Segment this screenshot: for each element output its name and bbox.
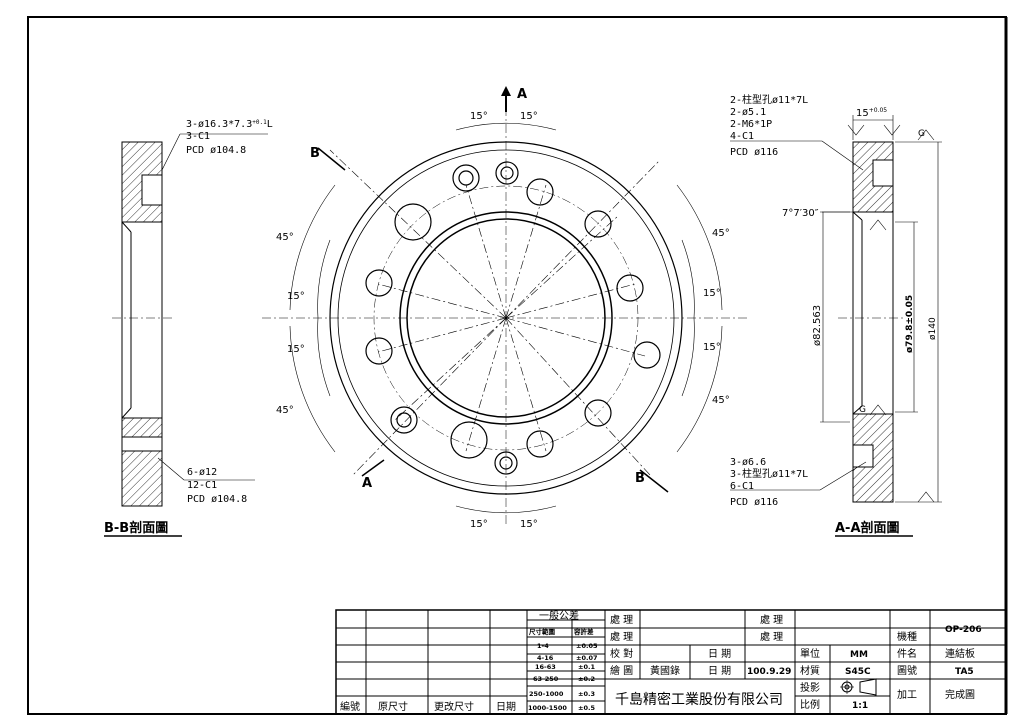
angle-label-right-upper: 15° — [703, 288, 721, 299]
tol-range-0: 1-4 — [537, 642, 549, 650]
bb-note-bottom-chamfer: 12-C1 — [187, 480, 217, 491]
aa-surface-mark-top: G — [918, 129, 925, 139]
aa-angle-note: 7°7′30″ — [782, 208, 819, 219]
tol-value-5: ±0.5 — [578, 704, 595, 712]
projection-label: 投影 — [800, 681, 820, 694]
drawing-no-value: TA5 — [955, 667, 974, 677]
draw-label: 繪 圖 — [610, 664, 633, 677]
tol-value-2: ±0.1 — [578, 663, 595, 671]
tol-range-4: 250-1000 — [529, 690, 564, 698]
bb-note-bottom-pcd: PCD ø104.8 — [187, 494, 247, 505]
angle-label-45-upper-right: 45° — [712, 228, 730, 239]
rev-no-header: 編號 — [340, 700, 360, 713]
aa-dim-79: ø79.8±0.05 — [905, 295, 915, 353]
angle-label-bottom-right: 15° — [520, 519, 538, 530]
angle-label-bottom-left: 15° — [470, 519, 488, 530]
aa-note-counterbore: 2-柱型孔ø11*7L — [730, 93, 808, 106]
unit-label: 單位 — [800, 647, 820, 660]
bb-section-title: B-B剖面圖 — [104, 520, 168, 536]
tol-value-4: ±0.3 — [578, 690, 595, 698]
machine-value: OP-206 — [945, 625, 982, 635]
aa-dim-82: ø82.563 — [812, 305, 823, 346]
aa-note-chamfer: 4-C1 — [730, 131, 754, 142]
scale-label: 比例 — [800, 698, 820, 711]
material-value: S45C — [845, 667, 871, 677]
angle-label-top-right: 15° — [520, 111, 538, 122]
angle-label-45-lower-left: 45° — [276, 405, 294, 416]
changed-dim-header: 更改尺寸 — [434, 700, 474, 713]
aa-section-title: A-A剖面圖 — [835, 520, 900, 536]
projection-symbol-icon — [840, 678, 877, 696]
date-label-2: 日 期 — [708, 665, 731, 677]
tol-value-3: ±0.2 — [578, 675, 595, 683]
title-block — [335, 609, 1007, 715]
aa-note-thread: 2-M6*1P — [730, 119, 772, 130]
part-name-label: 件名 — [897, 647, 917, 660]
angle-label-45-upper-left: 45° — [276, 232, 294, 243]
tol-value-0: ±0.05 — [576, 642, 598, 650]
process-label-4: 處 理 — [760, 630, 783, 643]
date-label-1: 日 期 — [708, 648, 731, 660]
company-name: 千島精密工業股份有限公司 — [615, 691, 783, 708]
angle-label-top-left: 15° — [470, 111, 488, 122]
bb-section-view — [112, 133, 268, 507]
aa-surface-mark-lower: G — [859, 405, 866, 415]
aa-dim-140: ø140 — [928, 317, 938, 340]
tol-value-1: ±0.07 — [576, 654, 597, 662]
section-b-marker-bottom: B — [635, 471, 645, 486]
machining-value: 完成圖 — [945, 688, 975, 701]
process-label-2: 處 理 — [610, 630, 633, 643]
part-name-value: 連結板 — [945, 647, 975, 660]
angle-label-right-lower: 15° — [703, 342, 721, 353]
unit-value: MM — [850, 650, 868, 660]
material-label: 材質 — [800, 664, 820, 677]
tol-range-3: 63-250 — [533, 675, 559, 683]
aa-note-bottom-chamfer: 6-C1 — [730, 481, 754, 492]
aa-dim-15: 15+0.05 — [856, 107, 887, 119]
angle-label-45-lower-right: 45° — [712, 395, 730, 406]
angle-label-left-upper: 15° — [287, 291, 305, 302]
tol-header: 容許差 — [573, 627, 594, 636]
drafter-name: 黃國錄 — [650, 664, 680, 677]
check-label: 校 對 — [610, 647, 633, 660]
aa-note-bottom-pcd: PCD ø116 — [730, 497, 778, 508]
date-value: 100.9.29 — [747, 667, 791, 677]
aa-note-bottom-counterbore: 3-柱型孔ø11*7L — [730, 467, 808, 480]
tol-range-1: 4-16 — [537, 654, 554, 662]
aa-note-holes: 2-ø5.1 — [730, 107, 766, 118]
range-header: 尺寸範圍 — [529, 627, 556, 636]
aa-note-bottom-holes: 3-ø6.6 — [730, 457, 766, 468]
machining-label: 加工 — [897, 689, 917, 701]
section-a-marker-top: A — [517, 87, 527, 102]
machine-label: 機種 — [897, 630, 917, 643]
orig-dim-header: 原尺寸 — [378, 700, 408, 713]
rev-date-header: 日期 — [496, 701, 516, 713]
tol-range-5: 1000-1500 — [528, 704, 567, 712]
process-label-3: 處 理 — [760, 613, 783, 626]
angle-label-left-lower: 15° — [287, 344, 305, 355]
aa-note-pcd: PCD ø116 — [730, 147, 778, 158]
section-b-marker-top: B — [310, 146, 320, 161]
bb-note-pcd: PCD ø104.8 — [186, 145, 246, 156]
tol-range-2: 16-63 — [535, 663, 556, 671]
section-a-marker-bottom: A — [362, 476, 372, 491]
general-tolerance-label: 一般公差 — [539, 609, 579, 622]
bb-note-chamfer: 3-C1 — [186, 131, 210, 142]
aa-section-view — [730, 115, 942, 503]
bb-note-holes: 3-ø16.3*7.3+0.1L — [186, 119, 273, 130]
process-label-1: 處 理 — [610, 613, 633, 626]
scale-value: 1:1 — [852, 701, 868, 711]
front-view — [262, 86, 750, 525]
bb-note-bottom-holes: 6-ø12 — [187, 467, 217, 478]
drawing-no-label: 圖號 — [897, 664, 917, 677]
